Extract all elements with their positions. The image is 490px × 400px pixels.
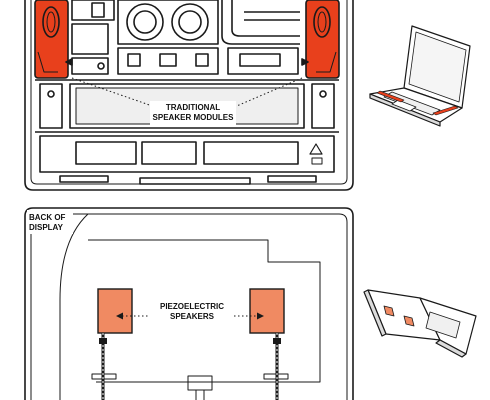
back-label-bg: [27, 210, 73, 234]
keyboard-area: [69, 83, 305, 129]
piezo-label-line2: SPEAKERS: [170, 312, 215, 321]
piezo-label-bg: [150, 300, 234, 324]
laptop-flipped-piezo-icon: [363, 289, 477, 358]
back-of-display-label-line1: BACK OF: [29, 213, 66, 222]
left-fan: [126, 3, 164, 41]
traditional-callout-lines: [71, 77, 303, 109]
piezo-arrow-left: [116, 312, 123, 320]
right-fan: [171, 3, 209, 41]
traditional-label-line1: TRADITIONAL: [166, 103, 220, 112]
piezo-cables: [99, 333, 281, 400]
left-piezo-speaker: [97, 288, 133, 334]
right-piezo-speaker: [249, 288, 285, 334]
laptop-open-speakers-icon: [369, 25, 471, 127]
laptop-internals-panel: [24, 0, 354, 191]
piezo-label-line1: PIEZOELECTRIC: [160, 302, 224, 311]
back-of-display-label-line2: DISPLAY: [29, 223, 64, 232]
piezo-arrow-right: [257, 312, 264, 320]
traditional-label-line2: SPEAKER MODULES: [153, 113, 235, 122]
traditional-label-bg: [150, 101, 236, 125]
